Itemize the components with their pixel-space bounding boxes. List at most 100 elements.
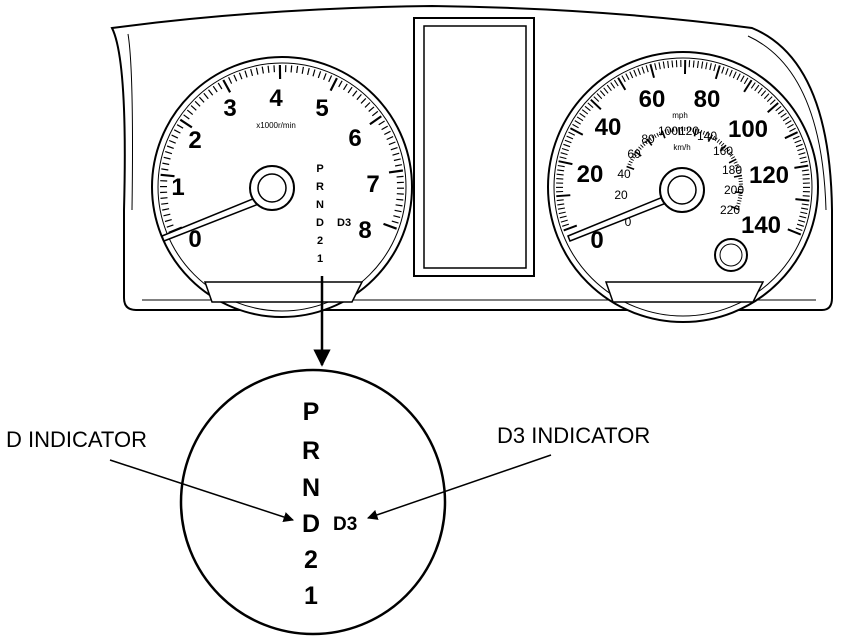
- tach-number-6: 6: [348, 125, 361, 152]
- tach-number-4: 4: [269, 85, 283, 112]
- gauge-tick: [725, 68, 729, 75]
- gauge-tick: [664, 129, 667, 134]
- mph-number-100: 100: [728, 116, 768, 143]
- mph-number-60: 60: [639, 86, 666, 113]
- gauge-tick: [634, 150, 642, 157]
- gauge-tick: [599, 90, 606, 97]
- gauge-tick: [707, 133, 711, 138]
- gauge-tick: [572, 123, 579, 129]
- d3-indicator-leader: [367, 454, 552, 520]
- gauge-tick: [798, 152, 806, 156]
- kmh-ticks: [626, 126, 743, 211]
- gauge-tick: [735, 205, 740, 208]
- gauge-tick: [802, 173, 810, 176]
- gauge-tick: [645, 65, 649, 73]
- gauge-tick: [800, 211, 808, 215]
- gauge-tick: [667, 128, 670, 134]
- gauge-tick: [675, 127, 678, 132]
- gauge-tick: [393, 158, 401, 162]
- gauge-tick: [566, 135, 574, 140]
- gauge-tick: [166, 145, 174, 149]
- gauge-tick: [364, 102, 371, 108]
- gauge-tick: [625, 73, 630, 81]
- gauge-tick: [697, 129, 700, 134]
- gauge-tick: [780, 112, 787, 118]
- d3-indicator-label: D3 INDICATOR: [497, 423, 650, 448]
- gauge-tick: [702, 130, 705, 135]
- gauge-tick: [562, 223, 570, 227]
- gauge-tick: [564, 139, 572, 144]
- gauge-tick: [678, 127, 681, 136]
- gauge-tick: [556, 173, 564, 176]
- gauge-tick: [721, 66, 725, 74]
- gauge-tick: [576, 116, 584, 122]
- gauge-tick: [637, 68, 641, 75]
- gauge-tick: [795, 143, 803, 148]
- gauge-tick: [738, 177, 743, 180]
- gauge-tick: [267, 65, 270, 73]
- gauge-tick: [390, 147, 398, 151]
- gauge-tick: [176, 124, 184, 129]
- gauge-tick: [212, 85, 218, 93]
- gauge-tick: [255, 67, 259, 75]
- gauge-tick: [593, 96, 600, 102]
- gauge-tick: [261, 66, 264, 74]
- gauge-tick: [198, 96, 205, 103]
- gauge-tick: [186, 109, 194, 116]
- tach-number-0: 0: [188, 226, 201, 253]
- gauge-tick: [728, 151, 732, 155]
- gauge-tick: [782, 116, 790, 122]
- gauge-tick: [736, 169, 741, 172]
- gauge-tick: [626, 165, 635, 170]
- small-gear-n: N: [316, 199, 324, 211]
- gauge-tick: [250, 68, 254, 77]
- gauge-tick: [667, 60, 670, 68]
- gauge-tick: [743, 79, 753, 93]
- gauge-tick: [651, 135, 655, 140]
- gauge-tick: [395, 204, 403, 207]
- gauge-tick: [642, 142, 646, 147]
- gauge-tick: [394, 164, 403, 167]
- gauge-tick: [392, 152, 400, 156]
- speedometer-ticks: [556, 59, 810, 236]
- gauge-tick: [661, 130, 666, 139]
- gauge-tick: [707, 134, 714, 142]
- gauge-tick: [712, 135, 716, 140]
- gauge-tick: [388, 169, 404, 174]
- gauge-tick: [317, 71, 322, 79]
- gauge-tick: [356, 94, 362, 101]
- gauge-tick: [556, 178, 564, 180]
- gauge-tick: [726, 149, 731, 153]
- gauge-tick: [563, 224, 578, 232]
- gauge-tick: [568, 131, 576, 136]
- gauge-tick: [342, 83, 348, 91]
- gauge-tick: [352, 90, 358, 97]
- tach-number-1: 1: [171, 174, 184, 201]
- gauge-tick: [766, 96, 773, 102]
- gauge-tick: [777, 109, 785, 115]
- gauge-tick: [757, 87, 763, 94]
- gauge-tick: [794, 164, 809, 169]
- speedometer-hub-cap: [667, 175, 697, 205]
- kmh-number-20: 20: [614, 188, 628, 202]
- gauge-tick: [785, 120, 792, 125]
- gauge-tick: [733, 161, 738, 164]
- gauge-tick: [627, 163, 632, 166]
- big-gear-n: N: [302, 474, 320, 502]
- gauge-tick: [606, 84, 612, 92]
- gauge-tick: [760, 90, 767, 97]
- gauge-tick: [713, 64, 717, 72]
- small-gear-p: P: [316, 163, 323, 175]
- kmh-number-0: 0: [625, 215, 632, 229]
- magnified-circle: [179, 368, 447, 636]
- big-gear-r: R: [302, 437, 320, 465]
- gauge-tick: [763, 93, 770, 100]
- gauge-tick: [628, 160, 633, 164]
- big-gear-2: 2: [304, 546, 318, 574]
- kmh-number-180: 180: [722, 163, 742, 177]
- magnified-gear-indicator: P R N D 2 1 D3: [179, 368, 447, 636]
- gauge-tick: [638, 146, 642, 150]
- gauge-tick: [222, 79, 232, 93]
- tach-number-5: 5: [315, 95, 328, 122]
- tach-number-2: 2: [188, 127, 201, 154]
